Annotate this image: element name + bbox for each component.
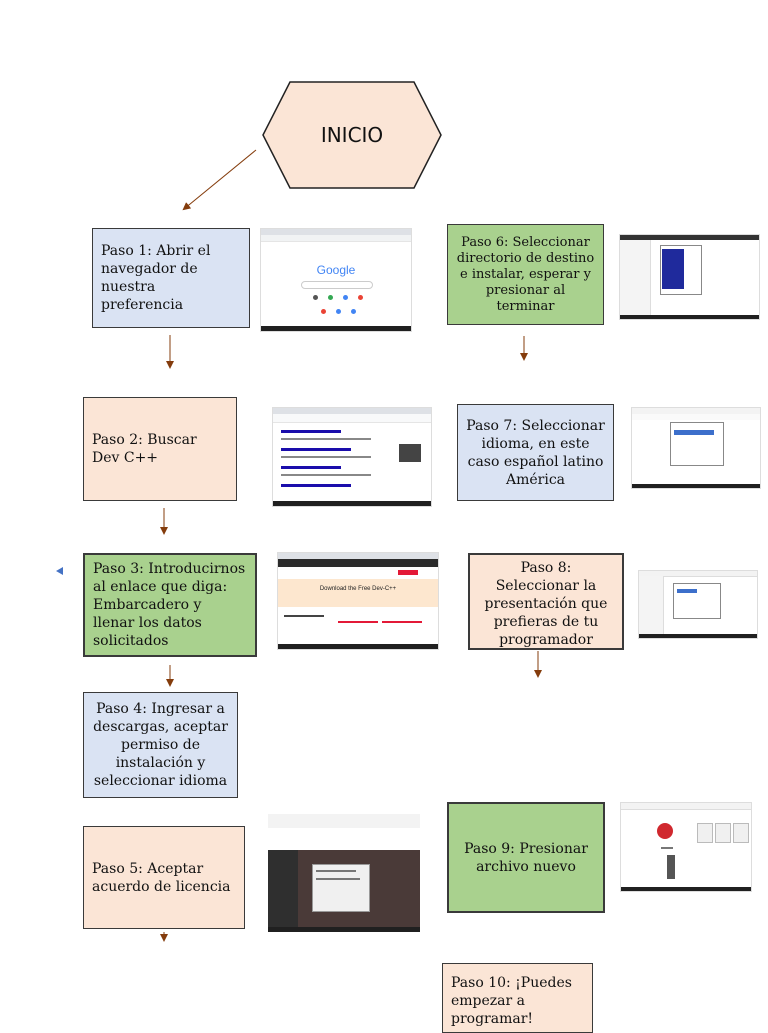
- arrow-start-to-step1: [182, 149, 257, 211]
- screenshot-theme-select: [638, 570, 758, 639]
- step-2-label: Paso 2: Buscar Dev C++: [92, 432, 197, 466]
- step-3-label: Paso 3: Introducirnos al enlace que diga…: [93, 561, 246, 649]
- step-7-label: Paso 7: Seleccionar idioma, en este caso…: [466, 417, 605, 488]
- step-9-label: Paso 9: Presionar archivo nuevo: [464, 840, 588, 875]
- step-8-label: Paso 8: Seleccionar la presentación que …: [484, 560, 608, 648]
- start-label: INICIO: [321, 123, 383, 147]
- step-4-box: Paso 4: Ingresar a descargas, aceptar pe…: [83, 692, 238, 798]
- blue-triangle-marker: [56, 567, 63, 575]
- google-logo: Google: [316, 263, 356, 277]
- screenshot-license-dialog: [268, 814, 420, 932]
- screenshot-install-directory: [619, 234, 760, 320]
- step-10-box: Paso 10: ¡Puedes empezar a programar!: [442, 963, 593, 1033]
- devcpp-download-heading: Download the Free Dev-C++: [319, 586, 397, 592]
- step-1-box: Paso 1: Abrir el navegador de nuestra pr…: [92, 228, 250, 328]
- step-3-box: Paso 3: Introducirnos al enlace que diga…: [83, 553, 257, 657]
- step-1-label: Paso 1: Abrir el navegador de nuestra pr…: [101, 243, 211, 313]
- step-5-label: Paso 5: Aceptar acuerdo de licencia: [92, 860, 231, 895]
- step-10-label: Paso 10: ¡Puedes empezar a programar!: [451, 975, 572, 1027]
- screenshot-language-select: [631, 407, 761, 489]
- step-7-box: Paso 7: Seleccionar idioma, en este caso…: [457, 404, 614, 501]
- step-9-box: Paso 9: Presionar archivo nuevo: [447, 802, 605, 913]
- step-4-label: Paso 4: Ingresar a descargas, aceptar pe…: [93, 701, 228, 789]
- step-6-label: Paso 6: Seleccionar directorio de destin…: [456, 234, 595, 314]
- start-hexagon: INICIO: [262, 81, 442, 189]
- screenshot-embarcadero-download: Download the Free Dev-C++: [277, 552, 439, 650]
- step-5-box: Paso 5: Aceptar acuerdo de licencia: [83, 826, 245, 929]
- step-8-box: Paso 8: Seleccionar la presentación que …: [468, 553, 624, 650]
- screenshot-new-file: [620, 802, 752, 892]
- screenshot-google-search-devcpp: [272, 407, 432, 507]
- screenshot-browser-google: Google: [260, 228, 412, 332]
- step-6-box: Paso 6: Seleccionar directorio de destin…: [447, 224, 604, 325]
- step-2-box: Paso 2: Buscar Dev C++: [83, 397, 237, 501]
